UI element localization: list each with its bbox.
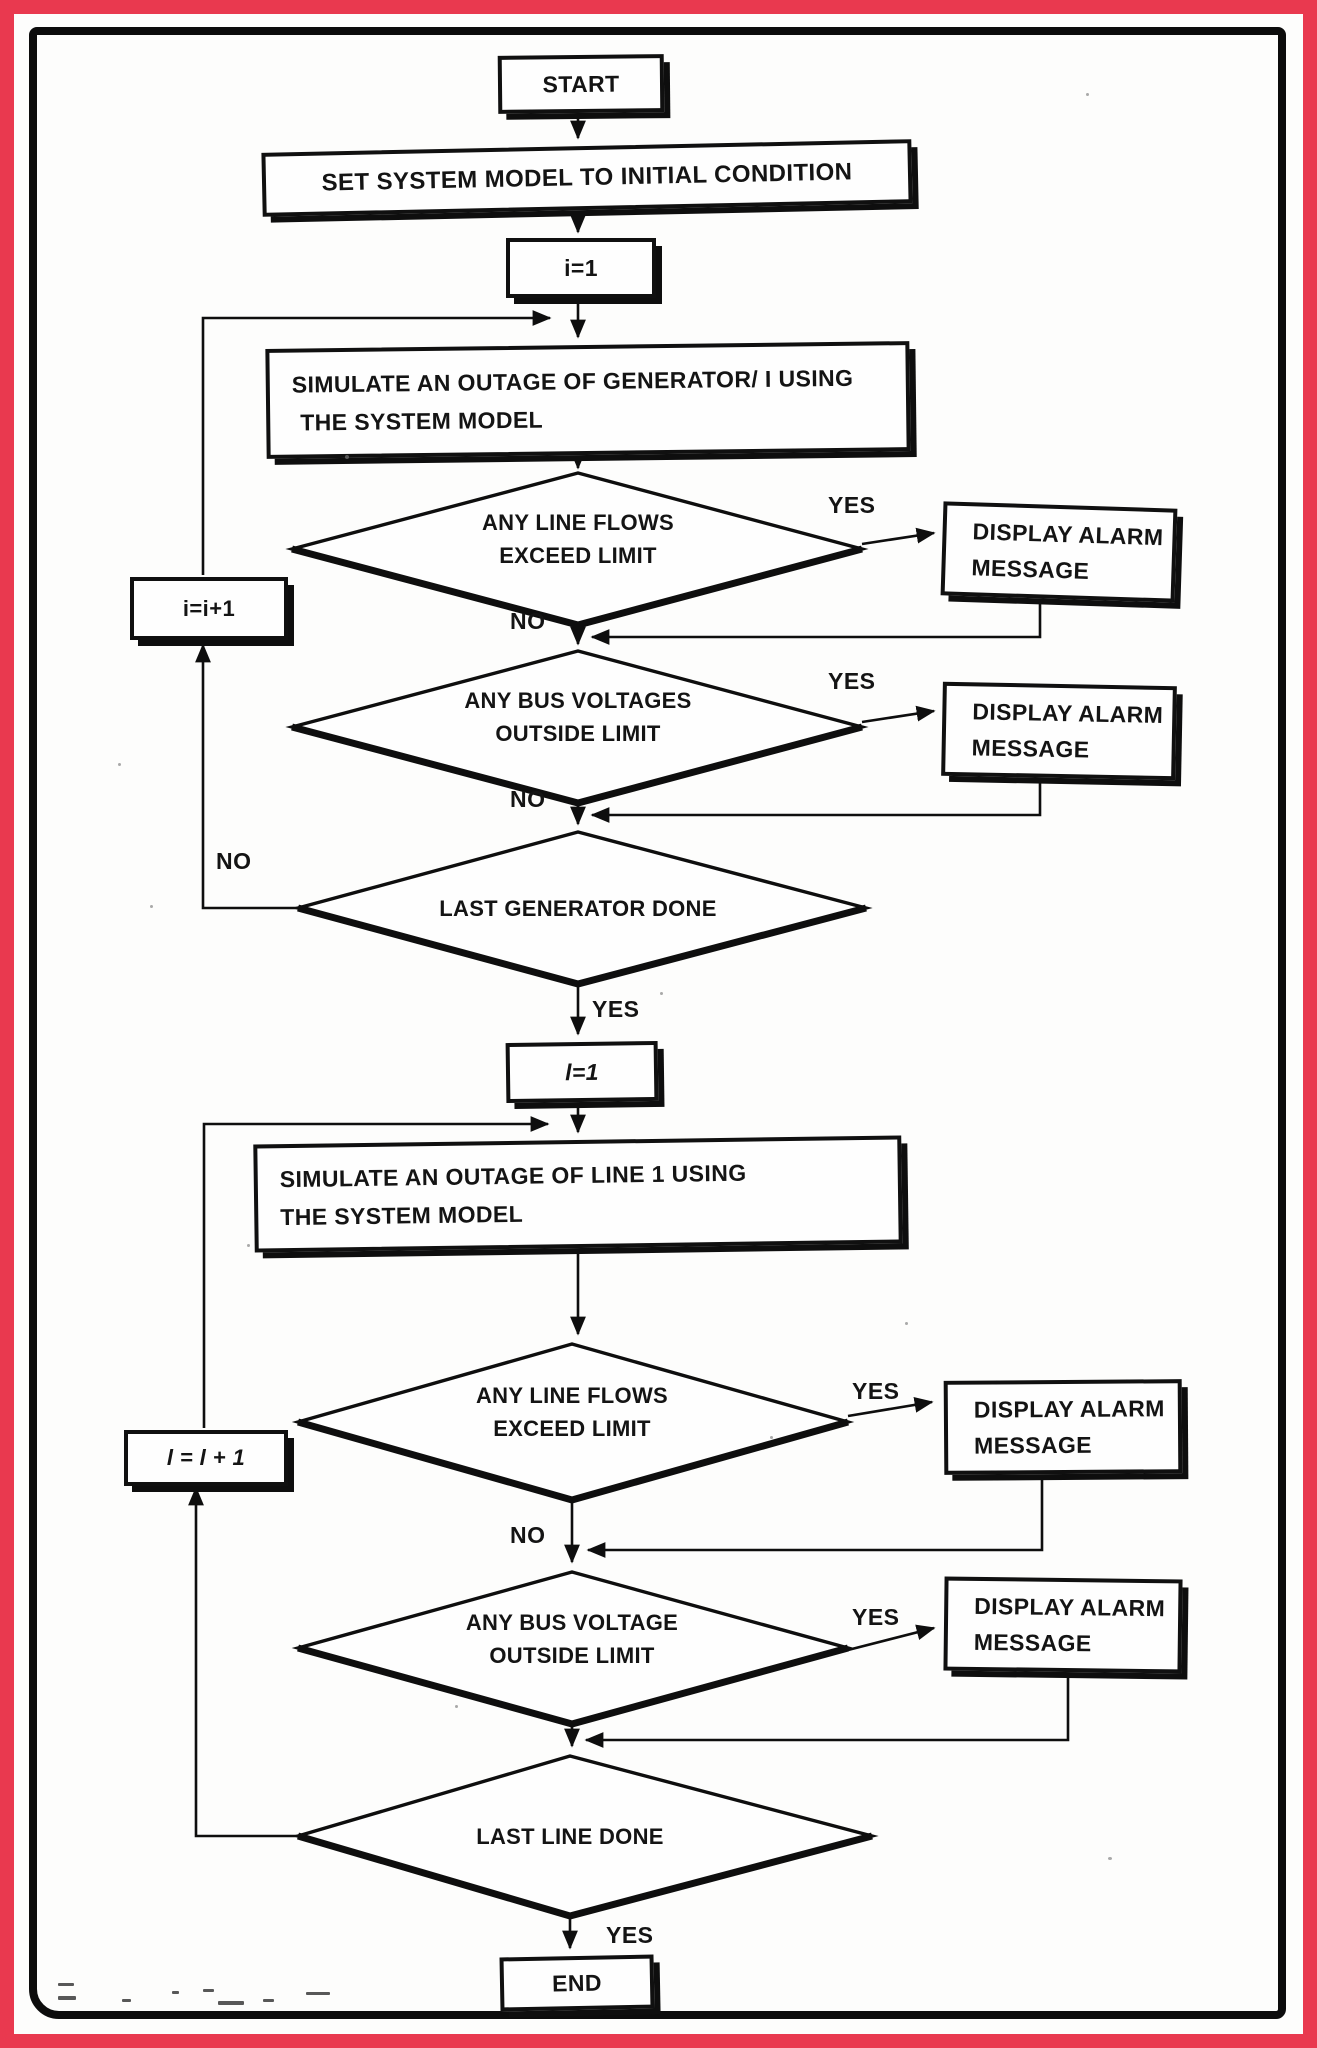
gen-volt-alarm-line2: MESSAGE <box>971 734 1090 763</box>
start-label: START <box>542 70 620 98</box>
return-alarm4 <box>584 1672 1070 1748</box>
yes-label-gen-flow: YES <box>828 492 876 518</box>
end-label: END <box>551 1969 603 1997</box>
gen-flow-check-line2: EXCEED LIMIT <box>499 543 657 568</box>
arrow-d3-no-loop <box>195 643 300 910</box>
diamond-line-last-check <box>291 1754 879 1920</box>
yes-label-line-flow: YES <box>852 1378 900 1404</box>
arrow-d4-yes <box>847 1397 934 1418</box>
gen-volt-alarm-line1: DISPLAY ALARM <box>972 698 1164 728</box>
line-flow-check-text: ANY LINE FLOWS EXCEED LIMIT <box>382 1379 762 1445</box>
decision-diamonds <box>285 471 879 1920</box>
line-flow-alarm-node: DISPLAY ALARM MESSAGE <box>943 1379 1183 1475</box>
gen-last-check-text: LAST GENERATOR DONE <box>378 892 778 925</box>
gen-volt-alarm-node: DISPLAY ALARM MESSAGE <box>941 681 1177 781</box>
line-flow-alarm-line2: MESSAGE <box>974 1431 1093 1459</box>
l-init-label: l=1 <box>564 1058 600 1086</box>
return-alarm2 <box>590 778 1042 823</box>
yes-label-line-volt: YES <box>852 1604 900 1630</box>
set-initial-node: SET SYSTEM MODEL TO INITIAL CONDITION <box>261 139 913 217</box>
l-increment-node: l = l + 1 <box>124 1430 288 1486</box>
loop-line-return <box>202 1116 550 1428</box>
arrow-d6-no-loop <box>188 1486 300 1838</box>
simulate-generator-line1: SIMULATE AN OUTAGE OF GENERATOR/ I USING <box>291 364 854 398</box>
simulate-line-node: SIMULATE AN OUTAGE OF LINE 1 USING THE S… <box>253 1135 903 1253</box>
line-volt-check-text: ANY BUS VOLTAGE OUTSIDE LIMIT <box>382 1606 762 1672</box>
diamond-gen-last-check <box>291 830 873 988</box>
line-flow-check-line2: EXCEED LIMIT <box>493 1416 651 1441</box>
gen-volt-check-text: ANY BUS VOLTAGES OUTSIDE LIMIT <box>388 684 768 750</box>
arrow-d5-yes <box>847 1624 936 1652</box>
return-alarm3 <box>586 1475 1044 1558</box>
diamond-gen-volt-check <box>285 649 869 807</box>
diamond-line-volt-check <box>291 1570 855 1728</box>
start-node: START <box>497 54 665 114</box>
line-last-check-text: LAST LINE DONE <box>370 1820 770 1853</box>
simulate-generator-line2: THE SYSTEM MODEL <box>300 406 544 436</box>
gen-flow-check-text: ANY LINE FLOWS EXCEED LIMIT <box>388 506 768 572</box>
simulate-line-line2: THE SYSTEM MODEL <box>280 1200 524 1231</box>
loop-generator-return <box>201 310 552 575</box>
diamond-gen-flow-check <box>285 471 869 629</box>
line-last-check-label: LAST LINE DONE <box>476 1824 664 1849</box>
gen-volt-check-line2: OUTSIDE LIMIT <box>495 721 661 746</box>
line-volt-check-line2: OUTSIDE LIMIT <box>489 1643 655 1668</box>
gen-flow-alarm-line2: MESSAGE <box>971 554 1090 584</box>
i-init-label: i=1 <box>564 255 598 281</box>
simulate-generator-node: SIMULATE AN OUTAGE OF GENERATOR/ I USING… <box>265 341 911 459</box>
gen-flow-check-line1: ANY LINE FLOWS <box>481 510 675 535</box>
i-init-node: i=1 <box>506 238 656 298</box>
line-volt-alarm-node: DISPLAY ALARM MESSAGE <box>943 1576 1183 1674</box>
gen-last-check-label: LAST GENERATOR DONE <box>439 896 717 921</box>
gen-flow-alarm-line1: DISPLAY ALARM <box>972 518 1164 551</box>
arrow-d1-yes <box>861 527 936 546</box>
return-alarm1 <box>590 600 1042 645</box>
line-volt-alarm-line1: DISPLAY ALARM <box>974 1592 1166 1622</box>
l-init-node: l=1 <box>505 1040 659 1104</box>
line-flow-alarm-line1: DISPLAY ALARM <box>973 1395 1165 1423</box>
yes-label-line-last: YES <box>606 1922 654 1948</box>
simulate-line-line1: SIMULATE AN OUTAGE OF LINE 1 USING <box>279 1159 747 1193</box>
l-increment-label: l = l + 1 <box>166 1445 246 1470</box>
i-increment-node: i=i+1 <box>130 577 288 640</box>
gen-flow-alarm-node: DISPLAY ALARM MESSAGE <box>940 501 1178 603</box>
yes-label-gen-volt: YES <box>828 668 876 694</box>
no-label-line-flow: NO <box>510 1522 546 1548</box>
line-flow-check-line1: ANY LINE FLOWS <box>475 1383 669 1408</box>
no-label-gen-flow: NO <box>510 608 546 634</box>
diamond-line-flow-check <box>291 1342 855 1504</box>
line-volt-alarm-line2: MESSAGE <box>973 1628 1092 1657</box>
no-label-gen-last: NO <box>216 848 252 874</box>
yes-label-gen-last: YES <box>592 996 640 1022</box>
i-increment-label: i=i+1 <box>182 595 236 621</box>
arrow-d2-yes <box>861 705 936 724</box>
end-node: END <box>499 1954 655 2012</box>
gen-volt-check-line1: ANY BUS VOLTAGES <box>464 688 692 713</box>
set-initial-label: SET SYSTEM MODEL TO INITIAL CONDITION <box>321 158 853 197</box>
no-label-gen-volt: NO <box>510 786 546 812</box>
line-volt-check-line1: ANY BUS VOLTAGE <box>465 1610 679 1635</box>
